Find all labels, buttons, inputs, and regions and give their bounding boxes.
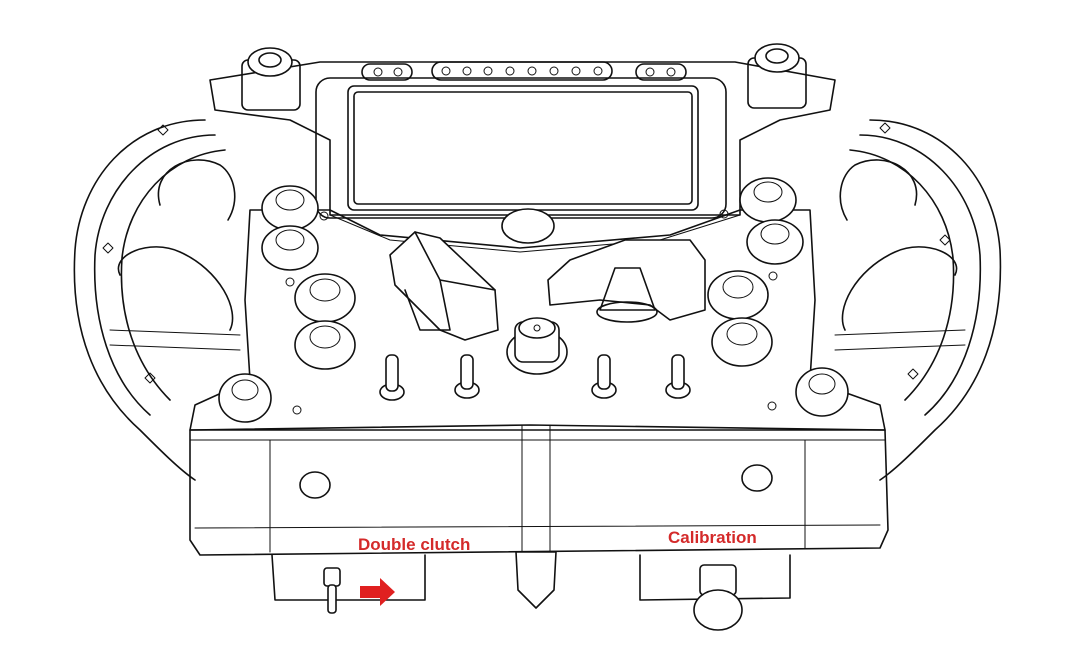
button-left-1 — [261, 185, 319, 231]
double-clutch-label: Double clutch — [358, 535, 471, 554]
toggle-4 — [665, 354, 691, 399]
toggle-3 — [591, 354, 617, 399]
button-right-2 — [746, 219, 804, 265]
push-buttons — [218, 177, 849, 423]
button-left-4 — [294, 320, 356, 370]
toggle-2 — [454, 354, 480, 399]
right-arrow-icon — [360, 578, 395, 606]
button-right-5 — [795, 367, 849, 417]
calibration-label: Calibration — [668, 528, 757, 547]
button-left-5 — [218, 373, 272, 423]
toggle-1 — [379, 354, 405, 401]
button-left-2 — [261, 225, 319, 271]
lower-housing — [189, 424, 889, 631]
button-right-1 — [739, 177, 797, 223]
rotary-selectors — [389, 231, 706, 341]
button-right-3 — [707, 270, 769, 320]
display-screen — [353, 91, 693, 205]
wheel-rim — [73, 119, 1002, 481]
toggle-switches — [379, 317, 691, 401]
top-plate — [209, 43, 836, 244]
button-left-3 — [294, 273, 356, 323]
button-right-4 — [711, 317, 773, 367]
